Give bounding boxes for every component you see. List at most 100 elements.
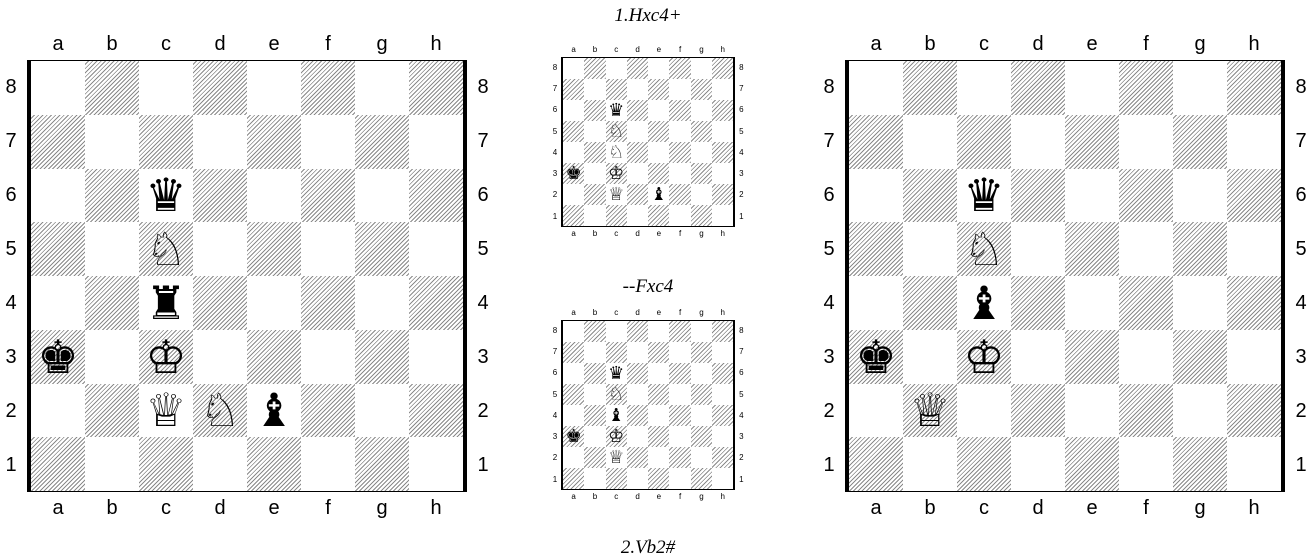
rank-label-right: 8 [1291, 77, 1311, 97]
square-b1 [903, 437, 957, 491]
rank-label-right: 7 [1291, 131, 1311, 151]
square-a4 [31, 276, 85, 330]
file-label-bottom: f [670, 230, 691, 238]
square-h5 [409, 222, 463, 276]
square-d3 [627, 163, 648, 184]
board-edge-left [561, 57, 563, 227]
file-label-top: c [606, 309, 627, 317]
square-g5 [691, 121, 712, 142]
square-h2 [1227, 384, 1281, 438]
file-label-bottom: h [712, 230, 733, 238]
rank-label-left: 8 [551, 64, 559, 72]
white-queen-icon: ♕ [608, 449, 624, 467]
white-knight-icon: ♘ [963, 226, 1004, 272]
square-h4 [1227, 276, 1281, 330]
square-c2: ♕ [606, 184, 627, 205]
square-a7 [563, 79, 584, 100]
white-knight-icon: ♘ [608, 123, 624, 141]
square-b7 [584, 79, 605, 100]
rank-label-right: 6 [1291, 185, 1311, 205]
square-a5 [31, 222, 85, 276]
chessboard: ♛♘♜♚♔♕♘♝ [31, 60, 463, 492]
square-c7 [957, 115, 1011, 169]
square-a4 [563, 405, 584, 426]
square-h7 [712, 79, 733, 100]
square-a3: ♚ [563, 163, 584, 184]
caption-reply: --Fxc4 [548, 277, 748, 296]
square-e8 [1065, 61, 1119, 115]
square-e3 [247, 330, 301, 384]
square-b2 [85, 384, 139, 438]
file-label-bottom: c [957, 498, 1011, 518]
square-b3 [584, 426, 605, 447]
square-e2: ♝ [648, 184, 669, 205]
square-d4 [1011, 276, 1065, 330]
square-d5 [627, 384, 648, 405]
file-label-bottom: a [849, 498, 903, 518]
file-label-bottom: b [584, 230, 605, 238]
square-b2 [584, 447, 605, 468]
square-e4 [247, 276, 301, 330]
file-label-bottom: d [627, 230, 648, 238]
file-label-bottom: g [691, 230, 712, 238]
file-label-top: a [849, 34, 903, 54]
square-a8 [849, 61, 903, 115]
square-e1 [1065, 437, 1119, 491]
rank-label-left: 2 [551, 454, 559, 462]
square-c7 [606, 79, 627, 100]
square-d2 [1011, 384, 1065, 438]
square-c1 [139, 437, 193, 491]
rank-label-left: 1 [1, 455, 21, 475]
square-h8 [1227, 61, 1281, 115]
rank-label-left: 7 [551, 85, 559, 93]
square-g2 [1173, 384, 1227, 438]
square-c7 [606, 342, 627, 363]
square-f7 [669, 79, 690, 100]
square-f5 [669, 121, 690, 142]
square-h1 [712, 205, 733, 226]
square-d8 [193, 61, 247, 115]
square-h7 [1227, 115, 1281, 169]
square-c1 [606, 468, 627, 489]
square-g2 [691, 447, 712, 468]
file-label-bottom: h [1227, 498, 1281, 518]
square-a4 [849, 276, 903, 330]
rank-label-right: 3 [737, 170, 745, 178]
square-c8 [606, 321, 627, 342]
square-h4 [409, 276, 463, 330]
square-g7 [691, 79, 712, 100]
square-c4: ♝ [957, 276, 1011, 330]
rank-label-left: 5 [551, 128, 559, 136]
square-a1 [563, 468, 584, 489]
rank-label-right: 6 [473, 185, 493, 205]
square-d7 [1011, 115, 1065, 169]
square-g3 [691, 163, 712, 184]
rank-label-left: 1 [551, 476, 559, 484]
square-f1 [301, 437, 355, 491]
square-f2 [669, 184, 690, 205]
square-e2: ♝ [247, 384, 301, 438]
square-h4 [712, 142, 733, 163]
rank-label-left: 3 [819, 347, 839, 367]
square-c5: ♘ [606, 121, 627, 142]
square-g1 [691, 205, 712, 226]
square-b1 [584, 468, 605, 489]
file-label-top: f [670, 309, 691, 317]
black-queen-icon: ♛ [608, 365, 624, 383]
square-a3: ♚ [563, 426, 584, 447]
square-f4 [301, 276, 355, 330]
square-d1 [627, 468, 648, 489]
square-f5 [1119, 222, 1173, 276]
chessboard: ♛♘♝♚♔♕ [849, 60, 1281, 492]
square-h5 [712, 384, 733, 405]
square-b8 [85, 61, 139, 115]
square-c3: ♔ [606, 426, 627, 447]
file-label-top: g [1173, 34, 1227, 54]
file-label-bottom: h [409, 498, 463, 518]
square-f3 [1119, 330, 1173, 384]
rank-label-right: 3 [737, 433, 745, 441]
white-queen-icon: ♕ [909, 387, 950, 433]
square-b8 [584, 321, 605, 342]
square-c1 [606, 205, 627, 226]
